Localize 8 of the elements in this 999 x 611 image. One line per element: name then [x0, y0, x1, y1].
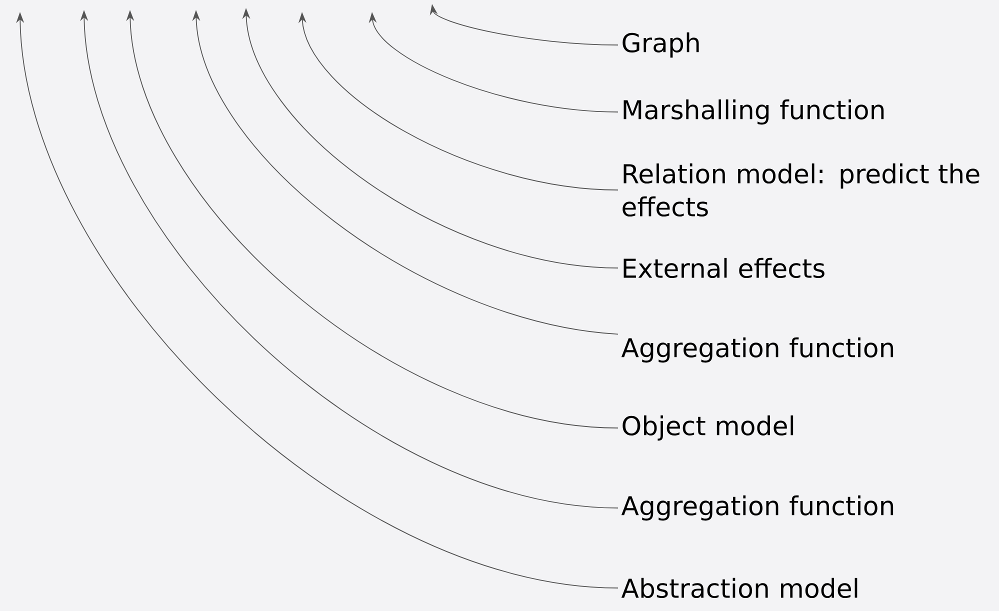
label-text: Object model [622, 415, 794, 441]
label-text: Graph [622, 32, 699, 58]
label-text: Relation model: predict the effects [622, 163, 980, 217]
label-text: Abstraction model [621, 578, 858, 598]
label-text: External effects [624, 258, 824, 278]
label-text: Aggregation function [621, 495, 894, 521]
label-text: Marshalling function [624, 99, 884, 125]
label-text: Aggregation function [621, 337, 894, 363]
